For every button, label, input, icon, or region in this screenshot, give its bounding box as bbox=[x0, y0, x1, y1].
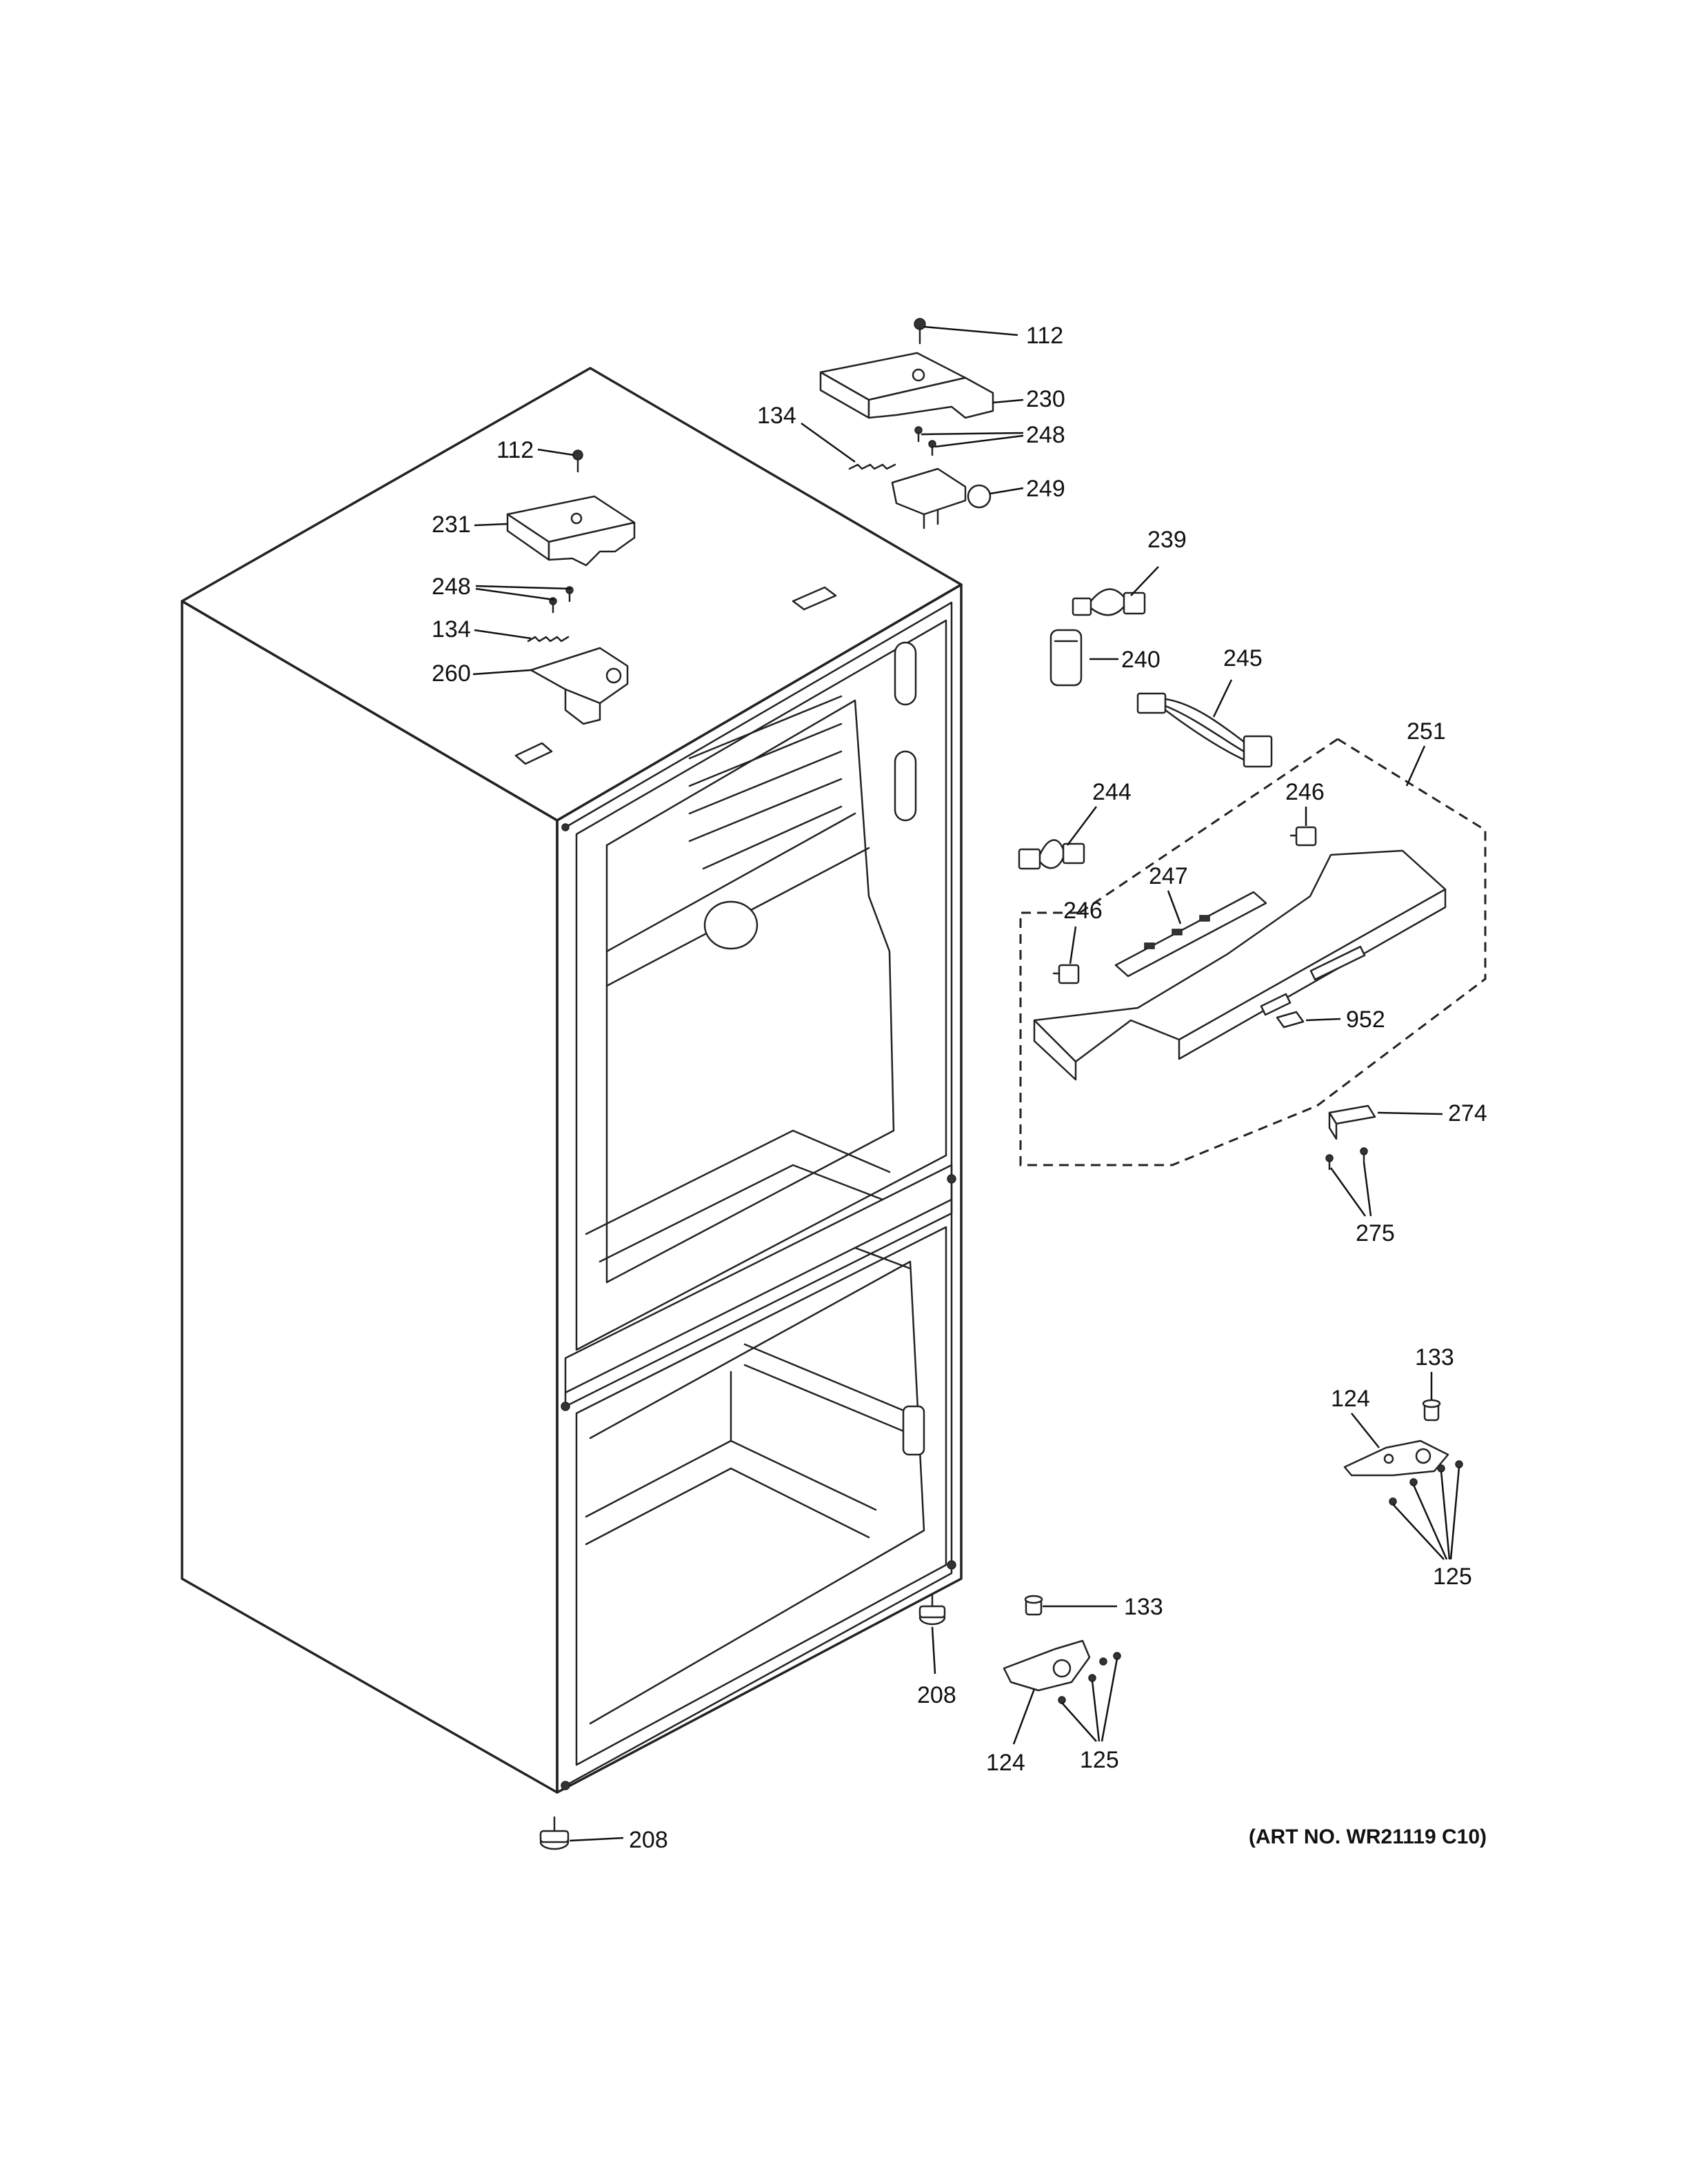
callout-208-center: 208 bbox=[917, 1682, 956, 1708]
callout-134-left: 134 bbox=[432, 616, 471, 643]
callout-112-top: 112 bbox=[1026, 323, 1063, 349]
switch-246-lower bbox=[1052, 964, 1080, 984]
screws-248-top bbox=[914, 426, 936, 456]
callout-124-right: 124 bbox=[1331, 1386, 1370, 1412]
callout-240: 240 bbox=[1121, 647, 1160, 673]
leveling-leg-208-left bbox=[539, 1816, 570, 1850]
callout-260: 260 bbox=[432, 660, 471, 687]
hinge-bracket-249 bbox=[891, 467, 992, 529]
hinge-cover-231 bbox=[506, 495, 636, 567]
callout-112-left: 112 bbox=[496, 437, 534, 463]
callout-274: 274 bbox=[1448, 1100, 1487, 1126]
callout-275: 275 bbox=[1356, 1220, 1395, 1246]
callout-247: 247 bbox=[1149, 863, 1188, 889]
callout-251: 251 bbox=[1407, 718, 1446, 745]
pin-133-right bbox=[1422, 1399, 1441, 1422]
callout-133-center: 133 bbox=[1124, 1594, 1163, 1620]
harness-245 bbox=[1136, 692, 1273, 768]
module-240 bbox=[1049, 629, 1083, 687]
spring-134-top bbox=[848, 463, 896, 470]
callout-231: 231 bbox=[432, 512, 471, 538]
callout-246-upper: 246 bbox=[1285, 779, 1325, 805]
callout-245: 245 bbox=[1223, 645, 1263, 671]
callout-248-top: 248 bbox=[1026, 422, 1065, 448]
callout-246-lower: 246 bbox=[1063, 898, 1103, 924]
control-board-247 bbox=[1114, 891, 1267, 978]
switch-246-upper bbox=[1289, 826, 1317, 847]
callout-239: 239 bbox=[1147, 527, 1187, 553]
callout-125-right: 125 bbox=[1433, 1564, 1472, 1590]
screw-112-left bbox=[572, 449, 583, 473]
bracket-274 bbox=[1328, 1104, 1376, 1140]
screws-275 bbox=[1325, 1147, 1368, 1171]
assembly-251-boundary bbox=[1019, 738, 1487, 1166]
liner-ribs bbox=[688, 695, 843, 870]
callout-244: 244 bbox=[1092, 779, 1132, 805]
vent-oval-lower bbox=[894, 750, 917, 822]
control-housing bbox=[1033, 849, 1447, 1081]
pin-133-center bbox=[1024, 1595, 1043, 1616]
hinge-cover-230 bbox=[819, 352, 994, 419]
callout-230: 230 bbox=[1026, 386, 1065, 412]
lower-hinge-124-center bbox=[1003, 1639, 1091, 1692]
art-number: (ART NO. WR21119 C10) bbox=[1249, 1826, 1487, 1848]
leveling-leg-208-center bbox=[918, 1593, 946, 1626]
refrigerator-cabinet bbox=[181, 367, 963, 1794]
harness-239 bbox=[1072, 588, 1146, 616]
callout-248-left: 248 bbox=[432, 574, 471, 600]
lower-hinge-124-right bbox=[1343, 1439, 1449, 1477]
gasket-952 bbox=[1276, 1011, 1305, 1029]
rear-port bbox=[703, 900, 758, 950]
callout-952: 952 bbox=[1346, 1007, 1385, 1033]
spring-134-left bbox=[527, 636, 570, 643]
screw-112-top bbox=[914, 318, 926, 345]
leader-lines bbox=[472, 325, 1460, 1842]
hinge-bracket-260 bbox=[530, 647, 629, 725]
callout-249: 249 bbox=[1026, 476, 1065, 502]
vent-oval-upper bbox=[894, 641, 917, 706]
callout-124-center: 124 bbox=[986, 1750, 1025, 1776]
callout-125-center: 125 bbox=[1080, 1747, 1119, 1773]
screws-125-center bbox=[1058, 1652, 1121, 1704]
callout-labels: 112 230 134 248 249 112 231 248 134 260 … bbox=[432, 323, 1487, 1853]
callout-134-top: 134 bbox=[757, 403, 796, 429]
callout-133-right: 133 bbox=[1415, 1344, 1454, 1371]
callout-208-left: 208 bbox=[629, 1827, 668, 1853]
harness-244 bbox=[1018, 839, 1085, 870]
